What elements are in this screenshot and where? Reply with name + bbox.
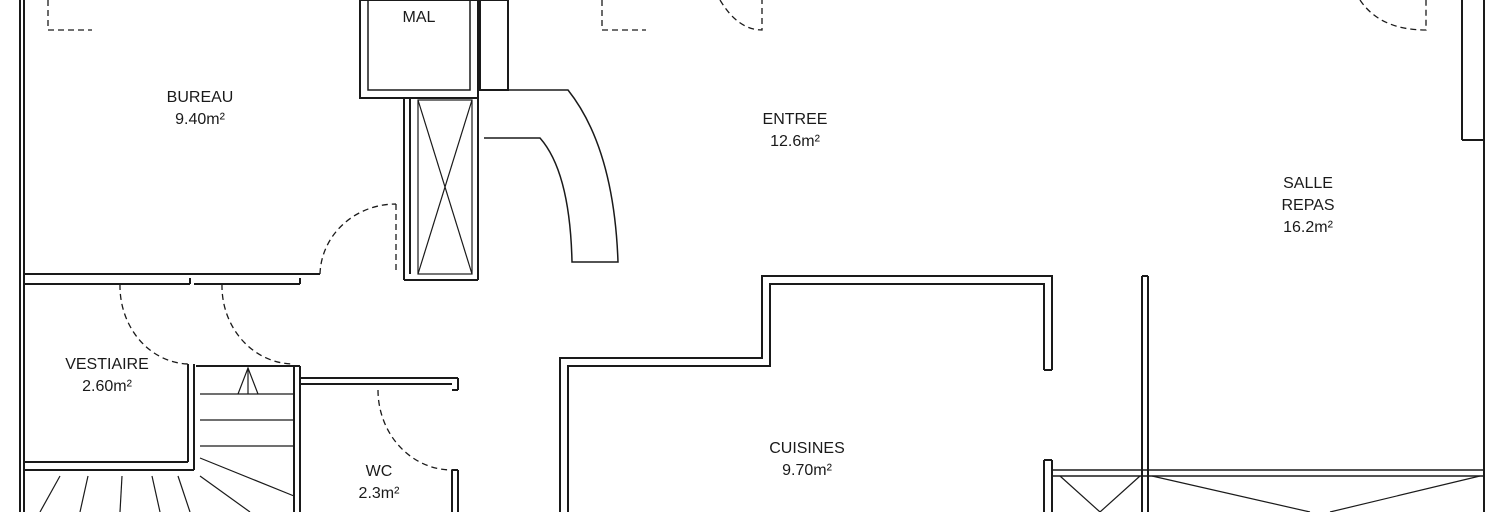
entree-area: 12.6m² xyxy=(770,133,820,150)
cuisines-area: 9.70m² xyxy=(782,462,832,479)
storage-shaft xyxy=(403,89,508,281)
bureau-label: BUREAU xyxy=(167,89,234,106)
staircase xyxy=(39,365,301,512)
entree-label: ENTREE xyxy=(763,111,828,128)
wc-label: WC xyxy=(366,463,393,480)
salle-label-line2: REPAS xyxy=(1281,197,1334,214)
salle-partition xyxy=(1052,275,1484,512)
cuisines-label: CUISINES xyxy=(769,440,845,457)
room-labels: MAL BUREAU 9.40m² ENTREE 12.6m² SALLE RE… xyxy=(65,9,1334,502)
wc-walls xyxy=(300,377,459,512)
wc-area: 2.3m² xyxy=(359,485,401,502)
mal-label: MAL xyxy=(403,9,436,26)
salle-area: 16.2m² xyxy=(1283,219,1333,236)
cuisines-walls xyxy=(559,275,1053,512)
vestiaire-area: 2.60m² xyxy=(82,378,132,395)
outer-walls xyxy=(19,0,1485,512)
curved-wall xyxy=(484,89,619,263)
doors xyxy=(47,0,1427,471)
bureau-walls xyxy=(24,273,320,285)
vestiaire-walls xyxy=(24,364,195,471)
vestiaire-label: VESTIAIRE xyxy=(65,356,149,373)
salle-label-line1: SALLE xyxy=(1283,175,1333,192)
bureau-area: 9.40m² xyxy=(175,111,225,128)
